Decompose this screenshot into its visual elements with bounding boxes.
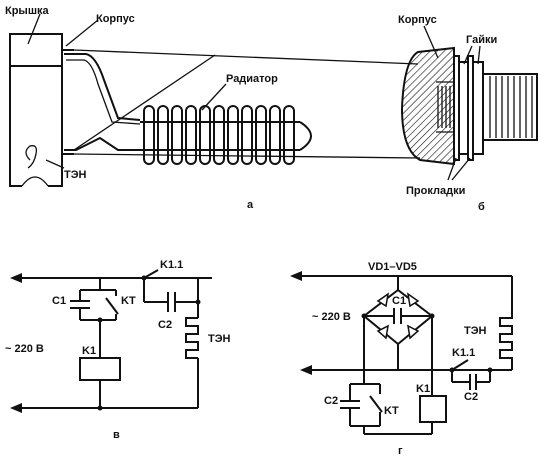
arrow-bottom-v [10, 403, 22, 413]
projection-line-bottom [73, 153, 421, 159]
node-v2 [97, 405, 103, 411]
c1-label-g: C1 [392, 295, 406, 307]
relay-k1-g [419, 395, 447, 423]
diode-bridge [362, 276, 434, 346]
arrow-mid-g [300, 365, 312, 375]
diode-vd2 [406, 292, 420, 308]
leader-radiator [201, 83, 227, 111]
node-v4 [195, 299, 201, 305]
lid-label: Крышка [5, 5, 50, 17]
panel-g: VD1–VD5 C1 ~ 220 В ТЭН K1.1 C2 C2 KT K1 … [290, 261, 513, 457]
c2-left-label-g: C2 [324, 395, 338, 407]
caption-a: а [247, 199, 254, 211]
c1-label-v: C1 [52, 295, 66, 307]
handle-loop [25, 145, 38, 169]
heater-element-g [499, 276, 513, 370]
k11-label-g: K1.1 [452, 347, 475, 359]
fin-8 [241, 105, 253, 165]
node-v1 [97, 317, 103, 323]
housing-section [400, 46, 455, 166]
nut-1 [458, 61, 469, 155]
caption-v: в [113, 429, 120, 441]
k11-label-v: K1.1 [160, 259, 183, 271]
inner-thread [436, 81, 454, 133]
gaskets-label: Прокладки [406, 185, 465, 197]
heater-tube [64, 53, 141, 151]
bridge-label-g: VD1–VD5 [368, 261, 417, 273]
heater-label-a: ТЭН [64, 169, 87, 181]
diode-vd4 [407, 324, 420, 340]
k11-switch-g [451, 359, 469, 371]
heater-label-v: ТЭН [208, 333, 231, 345]
body-label-a: Корпус [96, 13, 135, 25]
c2-label-v: C2 [158, 319, 172, 331]
diode-vd1 [376, 292, 390, 308]
lid-outline [9, 33, 63, 67]
leader-gasket-2 [451, 157, 471, 181]
threaded-pipe [482, 73, 538, 141]
nut-2 [472, 61, 484, 155]
k11-switch-v [143, 269, 159, 279]
heater-element-v [185, 317, 199, 359]
panel-a: Крышка Корпус Радиатор ТЭН а [5, 5, 421, 211]
radiator-bend [299, 121, 312, 151]
node-g4 [487, 367, 493, 373]
vessel-body [9, 66, 63, 187]
leader-nut-2 [477, 45, 481, 65]
projection-line-diag [73, 54, 216, 151]
leader-gasket-1 [447, 157, 457, 181]
leader-heater [45, 159, 65, 169]
k1-label-g: K1 [416, 383, 430, 395]
k1-label-v: K1 [82, 345, 96, 357]
radiator [140, 105, 312, 165]
projection-line-top [73, 49, 419, 65]
kt-switch [105, 297, 119, 315]
body-label-b: Корпус [398, 14, 437, 26]
arrow-top-g [290, 271, 302, 281]
kt-switch-g [369, 395, 383, 413]
c2-right-label-g: C2 [464, 391, 478, 403]
pipe-thread-lines [489, 76, 533, 138]
voltage-label-g: ~ 220 В [312, 311, 351, 323]
panel-v: C1 KT K1.1 C2 ТЭН ~ 220 В K1 в [5, 259, 231, 441]
caption-b: б [478, 201, 485, 213]
leader-body-b [423, 25, 439, 59]
relay-k1-v [79, 357, 121, 381]
fin-9 [255, 105, 267, 165]
kt-label-v: KT [121, 295, 136, 307]
diode-vd3 [376, 324, 389, 340]
leader-nut-1 [463, 45, 473, 65]
leader-body [65, 19, 99, 47]
nuts-label: Гайки [466, 34, 497, 46]
panel-b: Корпус Гайки Прокладки б [398, 14, 538, 213]
kt-label-g: KT [384, 405, 399, 417]
heater-label-g: ТЭН [464, 325, 487, 337]
arrow-top-v [10, 273, 22, 283]
heater-tube-inner [66, 59, 141, 125]
vessel-base-arc [21, 176, 49, 187]
leader-lid [27, 13, 41, 45]
radiator-label: Радиатор [226, 73, 278, 85]
fin-11 [283, 105, 295, 165]
voltage-label-v: ~ 220 В [5, 343, 44, 355]
fin-10 [269, 105, 281, 165]
caption-g: г [398, 445, 403, 457]
